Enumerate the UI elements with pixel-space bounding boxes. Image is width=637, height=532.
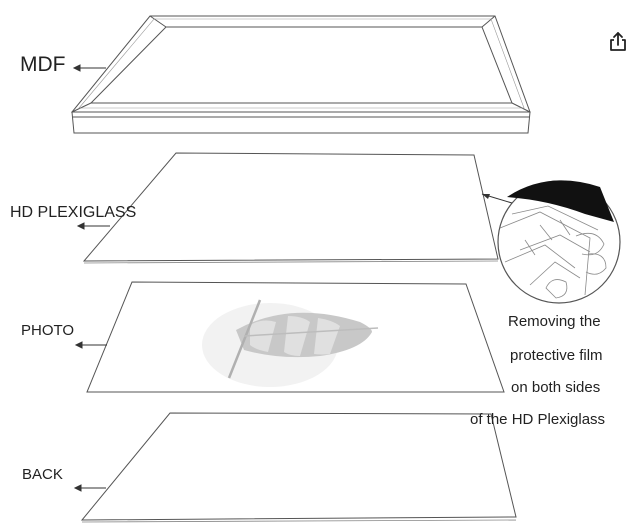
dark-film-corner — [507, 180, 614, 222]
detail-pointer-arrowhead — [482, 194, 490, 199]
plexiglass-panel — [82, 152, 499, 264]
protective-film-note-line-3: on both sides — [511, 379, 601, 396]
plexiglass-arrowhead — [76, 222, 85, 230]
mdf-arrowhead — [72, 64, 81, 72]
feather-icon — [202, 299, 379, 387]
photo-label: PHOTO — [21, 322, 75, 339]
back-panel — [80, 412, 517, 523]
protective-film-note-line-2: protective film — [510, 347, 603, 364]
back-label: BACK — [22, 466, 63, 483]
share-button[interactable] — [606, 30, 630, 54]
protective-film-note-line-1: Removing the — [508, 313, 601, 330]
label-arrows — [72, 64, 110, 492]
share-icon — [610, 32, 626, 51]
peel-detail-circle — [497, 180, 621, 304]
mdf-label: MDF — [20, 53, 66, 76]
back-arrowhead — [73, 484, 82, 492]
plexiglass-label: HD PLEXIGLASS — [10, 204, 137, 221]
mdf-frame — [70, 15, 531, 134]
protective-film-note-line-4: of the HD Plexiglass — [470, 411, 606, 428]
photo-arrowhead — [74, 341, 83, 349]
